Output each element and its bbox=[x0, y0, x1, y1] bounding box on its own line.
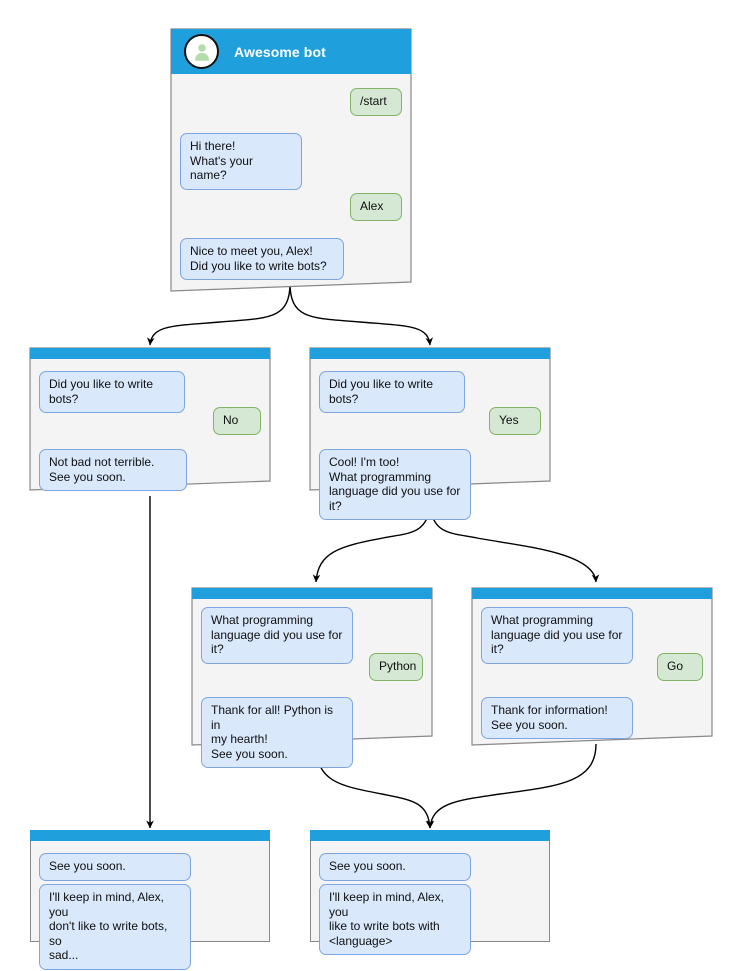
bot-title: Awesome bot bbox=[234, 43, 326, 60]
message-bubble-bot: What programming language did you use fo… bbox=[201, 607, 353, 664]
card-answer-yes[interactable]: Did you like to write bots? Yes Cool! I'… bbox=[309, 347, 551, 520]
card-header-bar bbox=[192, 588, 432, 599]
message-bubble-bot: I'll keep in mind, Alex, you like to wri… bbox=[319, 884, 471, 955]
card-header-bar bbox=[310, 348, 550, 359]
message-bubble-bot: See you soon. bbox=[39, 853, 191, 881]
card-end-yes[interactable]: See you soon. I'll keep in mind, Alex, y… bbox=[310, 830, 550, 955]
card-header-bar bbox=[30, 348, 270, 359]
edge-root-to-yes bbox=[289, 282, 434, 346]
message-bubble-user: Go bbox=[657, 653, 703, 681]
card-message-list: What programming language did you use fo… bbox=[472, 599, 712, 739]
message-bubble-bot: Not bad not terrible. See you soon. bbox=[39, 449, 187, 491]
message-bubble-bot: Hi there! What's your name? bbox=[180, 133, 302, 190]
card-message-list: See you soon. I'll keep in mind, Alex, y… bbox=[310, 841, 550, 955]
card-message-list: /start Hi there! What's your name? Alex … bbox=[171, 74, 411, 280]
card-answer-no[interactable]: Did you like to write bots? No Not bad n… bbox=[29, 347, 271, 491]
message-bubble-user: Python bbox=[369, 653, 423, 681]
message-bubble-bot: Did you like to write bots? bbox=[39, 371, 185, 413]
message-bubble-bot: Did you like to write bots? bbox=[319, 371, 465, 413]
card-message-list: Did you like to write bots? Yes Cool! I'… bbox=[310, 359, 550, 520]
card-language-python[interactable]: What programming language did you use fo… bbox=[191, 587, 433, 768]
message-bubble-bot: I'll keep in mind, Alex, you don't like … bbox=[39, 884, 191, 970]
message-bubble-user: Alex bbox=[350, 193, 402, 221]
card-header-bar bbox=[30, 830, 270, 841]
card-header-bar: Awesome bot bbox=[171, 29, 411, 74]
card-message-list: What programming language did you use fo… bbox=[192, 599, 432, 768]
message-bubble-bot: What programming language did you use fo… bbox=[481, 607, 633, 664]
card-message-list: See you soon. I'll keep in mind, Alex, y… bbox=[30, 841, 270, 970]
person-avatar-icon bbox=[184, 34, 219, 69]
message-bubble-user: Yes bbox=[489, 407, 541, 435]
card-start[interactable]: Awesome bot /start Hi there! What's your… bbox=[170, 28, 412, 292]
edge-root-to-no bbox=[146, 282, 291, 346]
message-bubble-bot: Cool! I'm too! What programming language… bbox=[319, 449, 471, 520]
card-language-go[interactable]: What programming language did you use fo… bbox=[471, 587, 713, 746]
message-bubble-bot: Nice to meet you, Alex! Did you like to … bbox=[180, 238, 344, 280]
edge-go-to-end-happy bbox=[426, 743, 597, 829]
card-header-bar bbox=[472, 588, 712, 599]
card-header-bar bbox=[310, 830, 550, 841]
message-bubble-bot: Thank for information! See you soon. bbox=[481, 697, 633, 739]
card-end-no[interactable]: See you soon. I'll keep in mind, Alex, y… bbox=[30, 830, 270, 970]
message-bubble-user: No bbox=[213, 407, 261, 435]
message-bubble-user: /start bbox=[350, 88, 402, 116]
message-bubble-bot: See you soon. bbox=[319, 853, 471, 881]
message-bubble-bot: Thank for all! Python is in my hearth! S… bbox=[201, 697, 353, 768]
card-message-list: Did you like to write bots? No Not bad n… bbox=[30, 359, 270, 491]
